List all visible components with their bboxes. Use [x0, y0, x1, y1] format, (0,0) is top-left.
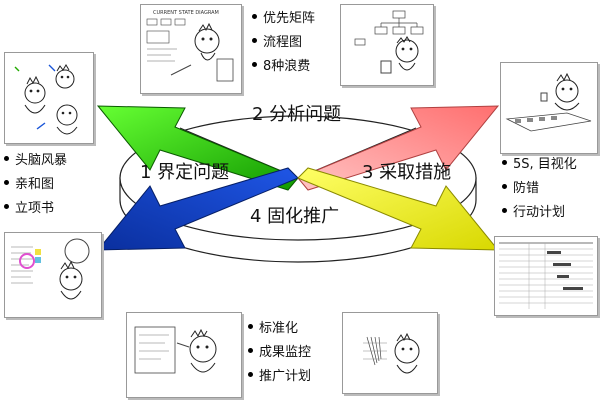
sketch-caption: CURRENT STATE DIAGRAM — [153, 10, 219, 16]
sketch-drawing — [363, 332, 420, 374]
sketch-action-plan — [494, 236, 598, 316]
sketch-drawing — [505, 72, 592, 132]
bullet-icon — [502, 207, 507, 213]
sketch-drawing — [354, 10, 424, 74]
sketch-flowchart — [340, 4, 434, 86]
list-item: 行动计划 — [502, 198, 577, 222]
sketch-drawing — [499, 242, 593, 309]
sketch-drawing — [11, 238, 90, 300]
bullet-icon — [502, 183, 507, 189]
list-item: 防错 — [502, 174, 577, 198]
list-item: 标准化 — [248, 314, 311, 338]
sketch-drawing — [134, 326, 217, 374]
list-item: 亲和图 — [4, 170, 67, 194]
sketch-monitoring — [342, 312, 438, 394]
tools-act: 5S, 目视化 防错 行动计划 — [502, 150, 577, 222]
sketch-5s — [500, 62, 598, 154]
bullet-icon — [252, 61, 257, 67]
sketch-drawing: CURRENT STATE DIAGRAM — [146, 10, 234, 82]
sketch-brainstorm — [4, 52, 94, 144]
bullet-icon — [248, 371, 253, 377]
bullet-icon — [502, 159, 507, 165]
sketch-standardize — [126, 312, 242, 398]
phase-label-define: 1 界定问题 — [140, 162, 229, 183]
list-item: 立项书 — [4, 194, 67, 218]
list-item: 优先矩阵 — [252, 4, 315, 28]
phase-label-analyze: 2 分析问题 — [252, 104, 341, 125]
list-item: 流程图 — [252, 28, 315, 52]
phase-label-act: 3 采取措施 — [362, 162, 451, 183]
sketch-charter — [4, 232, 102, 318]
list-item: 成果监控 — [248, 338, 311, 362]
sketch-drawing — [14, 64, 78, 135]
list-item: 推广计划 — [248, 362, 311, 386]
bullet-icon — [4, 179, 9, 185]
arrow-blue — [96, 167, 299, 251]
bullet-icon — [4, 155, 9, 161]
list-item: 5S, 目视化 — [502, 150, 577, 174]
bullet-icon — [4, 203, 9, 209]
tools-define: 头脑风暴 亲和图 立项书 — [4, 146, 67, 218]
tools-standardize: 标准化 成果监控 推广计划 — [248, 314, 311, 386]
bullet-icon — [248, 347, 253, 353]
bullet-icon — [248, 323, 253, 329]
bullet-icon — [252, 13, 257, 19]
arrow-yellow — [297, 167, 500, 251]
tools-analyze: 优先矩阵 流程图 8种浪费 — [252, 4, 315, 76]
list-item: 头脑风暴 — [4, 146, 67, 170]
bullet-icon — [252, 37, 257, 43]
list-item: 8种浪费 — [252, 52, 315, 76]
sketch-current-state: CURRENT STATE DIAGRAM — [140, 4, 242, 94]
phase-label-standardize: 4 固化推广 — [250, 206, 339, 227]
